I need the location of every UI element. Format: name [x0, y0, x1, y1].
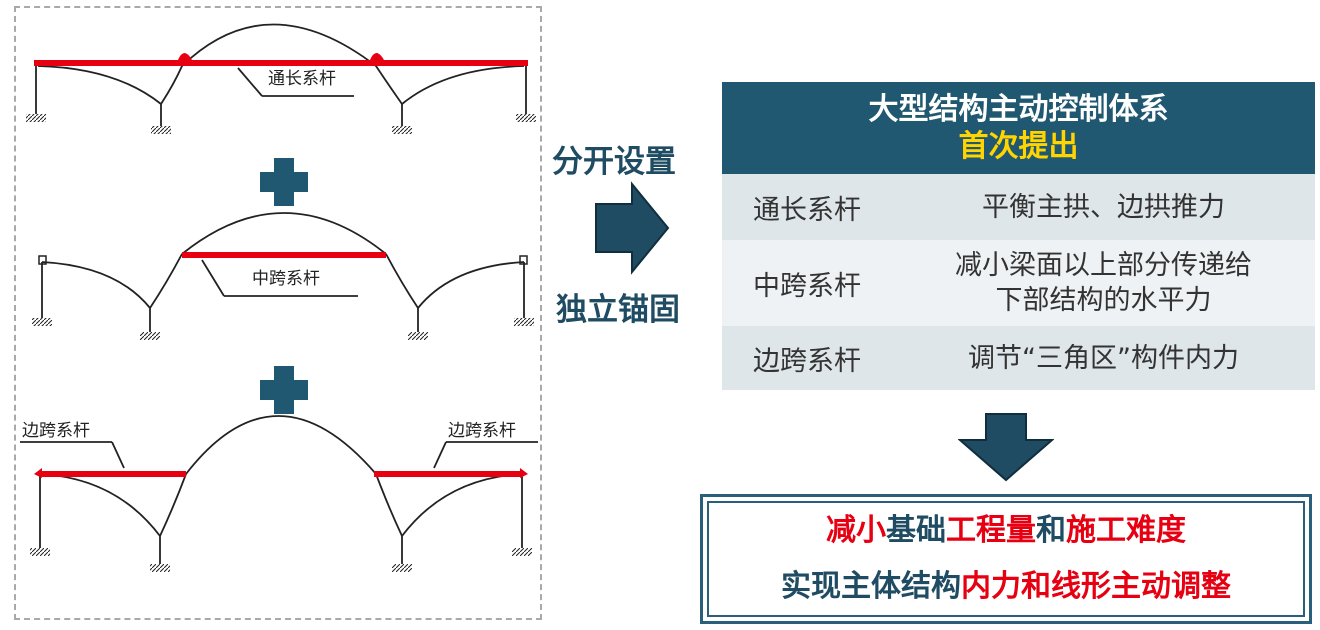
- support-hatch: [140, 332, 160, 340]
- support-hatch: [392, 564, 412, 572]
- flow-label-top: 分开设置: [552, 144, 676, 180]
- label-side-tie-right: 边跨系杆: [448, 421, 516, 441]
- support-hatch: [32, 318, 52, 326]
- row-desc-line1: 减小梁面以上部分传递给: [955, 250, 1252, 281]
- bridge-diagram-panel: 通长系杆 中跨系杆: [14, 6, 542, 620]
- row-desc: 调节“三角区”构件内力: [968, 342, 1239, 374]
- label-side-tie-left: 边跨系杆: [22, 421, 90, 441]
- result-box: 减小基础工程量和施工难度 实现主体结构内力和线形主动调整: [700, 494, 1312, 624]
- table-row: 中跨系杆 减小梁面以上部分传递给 下部结构的水平力: [722, 240, 1315, 326]
- table-row: 边跨系杆 调节“三角区”构件内力: [722, 326, 1315, 390]
- anchor-block: [519, 255, 528, 265]
- row-desc: 平衡主拱、边拱推力: [982, 191, 1225, 223]
- support-hatch: [516, 114, 536, 122]
- control-system-table: 大型结构主动控制体系 首次提出 通长系杆 平衡主拱、边拱推力 中跨系杆 减小梁面…: [722, 82, 1315, 390]
- row-name: 边跨系杆: [753, 345, 861, 377]
- row-desc-line2: 下部结构的水平力: [995, 285, 1212, 316]
- down-arrow-icon: [958, 413, 1054, 482]
- plus-icon: [260, 366, 308, 414]
- bridge-diagram-mid-tie: [41, 212, 525, 332]
- full-tie-rod: [34, 53, 528, 66]
- result-text: 基础: [886, 513, 946, 548]
- support-hatch: [30, 548, 50, 556]
- table-row: 通长系杆 平衡主拱、边拱推力: [722, 174, 1315, 240]
- support-hatch: [512, 548, 532, 556]
- side-tie-rod-right: [374, 471, 522, 477]
- label-full-tie: 通长系杆: [268, 69, 336, 89]
- row-desc: 减小梁面以上部分传递给 下部结构的水平力: [892, 248, 1315, 318]
- table-title: 大型结构主动控制体系: [868, 92, 1169, 127]
- result-line-2: 实现主体结构内力和线形主动调整: [781, 559, 1231, 615]
- support-hatch: [150, 564, 170, 572]
- support-hatch: [392, 126, 412, 134]
- support-hatch: [408, 332, 428, 340]
- result-text: 工程量: [946, 513, 1036, 548]
- mid-tie-rod: [182, 252, 386, 258]
- result-text: 内力和线形主动调整: [961, 569, 1231, 604]
- anchor-block: [38, 255, 47, 265]
- support-hatch: [151, 126, 171, 134]
- row-name: 中跨系杆: [753, 270, 861, 302]
- right-arrow-icon: [595, 181, 670, 275]
- table-header: 大型结构主动控制体系 首次提出: [722, 82, 1315, 174]
- support-hatch: [26, 114, 46, 122]
- flow-label-bottom: 独立锚固: [556, 292, 680, 328]
- result-text: 施工难度: [1066, 513, 1186, 548]
- side-tie-rod-left: [40, 471, 186, 477]
- bridge-diagram-full-tie: [35, 23, 527, 126]
- result-text: 减小: [826, 513, 886, 548]
- label-mid-tie: 中跨系杆: [252, 269, 320, 289]
- bridge-diagrams: 通长系杆 中跨系杆: [20, 23, 538, 572]
- result-text: 和: [1036, 513, 1066, 548]
- row-name: 通长系杆: [753, 194, 861, 226]
- result-text: 实现主体结构: [781, 569, 961, 604]
- support-hatch: [514, 318, 534, 326]
- result-line-1: 减小基础工程量和施工难度: [826, 503, 1186, 559]
- plus-icon: [260, 158, 308, 206]
- table-subtitle: 首次提出: [958, 129, 1079, 164]
- result-inner: 减小基础工程量和施工难度 实现主体结构内力和线形主动调整: [707, 501, 1305, 617]
